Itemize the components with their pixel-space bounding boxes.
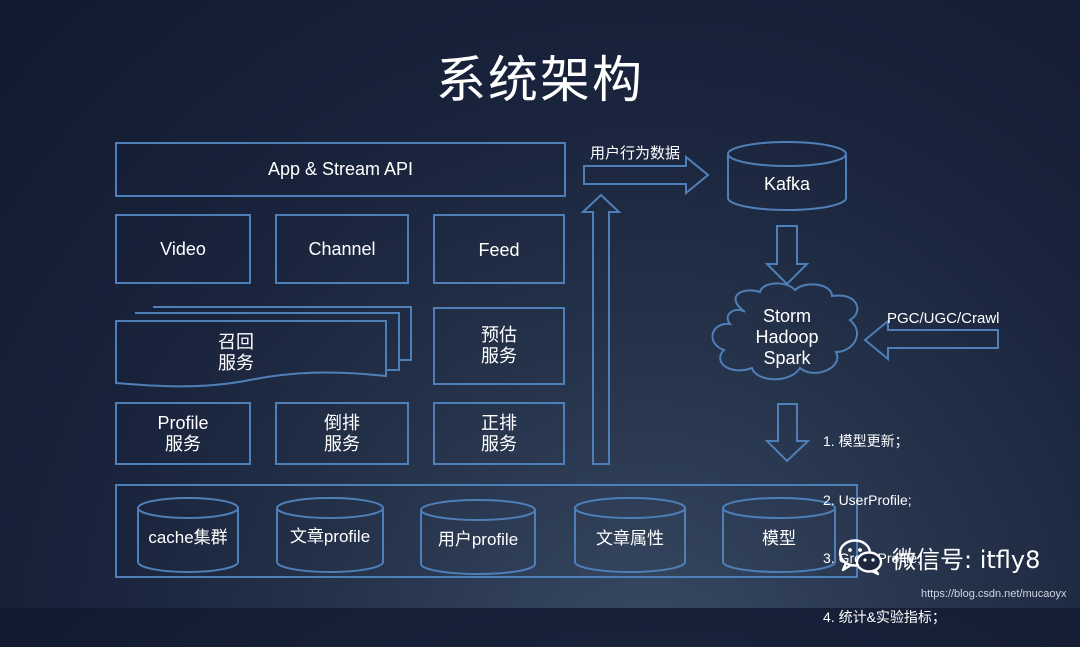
note-4: 4. 统计&实验指标；: [823, 608, 946, 625]
wechat-watermark: 微信号: itfly8: [838, 538, 1040, 576]
storage-label-4: 文章属性: [596, 529, 664, 548]
reverse-rank-box: 倒排 服务: [275, 402, 409, 465]
down-arrow-top-shape: [764, 225, 810, 286]
profile-service-box: Profile 服务: [115, 402, 251, 465]
compute-line-1: Storm: [762, 306, 811, 326]
wechat-icon: [838, 539, 883, 576]
recall-line-2: 服务: [218, 353, 254, 373]
wechat-id: 微信号: itfly8: [892, 545, 1041, 574]
storage-label-5: 模型: [762, 529, 796, 548]
profile-line-1: Profile: [157, 412, 209, 433]
page-title: 系统架构: [436, 51, 644, 109]
update-notes: 1. 模型更新； 2. UserProfile; 3. GroupProfile…: [823, 393, 946, 647]
forward-line-1: 正排: [481, 412, 517, 433]
left-arrow-shape: [863, 318, 999, 362]
kafka-label: Kafka: [763, 174, 811, 194]
profile-line-2: 服务: [165, 433, 201, 454]
storage-label-1: cache集群: [148, 528, 228, 547]
compute-line-2: Hadoop: [755, 327, 819, 347]
source-url: https://blog.csdn.net/mucaoyx: [921, 588, 1067, 600]
kafka-cylinder: [727, 141, 847, 211]
storage-cylinder-5: [722, 497, 836, 573]
right-arrow-shape: [583, 154, 710, 196]
recall-doc-back: [153, 306, 412, 361]
recall-doc-mid: [135, 312, 400, 371]
user-behavior-label: 用户行为数据: [590, 145, 681, 162]
recall-line-1: 召回: [218, 332, 254, 352]
up-arrow-shape: [580, 193, 622, 465]
storage-cylinder-3: [420, 499, 536, 575]
estimate-box: 预估 服务: [433, 307, 565, 385]
down-arrow-bottom-shape: [764, 403, 811, 463]
channel-box: Channel: [275, 214, 409, 284]
recall-doc-front: [115, 320, 387, 388]
forward-line-2: 服务: [481, 433, 517, 454]
video-box: Video: [115, 214, 251, 284]
estimate-line-2: 服务: [481, 346, 517, 366]
note-2: 2. UserProfile;: [823, 491, 912, 508]
feed-box: Feed: [433, 214, 565, 284]
storage-label-3: 用户profile: [437, 530, 519, 549]
note-1: 1. 模型更新；: [823, 433, 909, 449]
forward-rank-box: 正排 服务: [433, 402, 565, 465]
compute-cloud: [711, 282, 859, 381]
pgc-input-label: PGC/UGC/Crawl: [887, 310, 1000, 327]
compute-label: Storm Hadoop Spark: [727, 306, 847, 369]
estimate-line-1: 预估: [481, 325, 517, 345]
storage-cylinder-4: [574, 497, 686, 573]
storage-frame: [115, 484, 858, 578]
feed-label: Feed: [478, 240, 520, 260]
storage-cylinder-2: [276, 497, 384, 573]
api-box: App & Stream API: [115, 142, 566, 197]
storage-cylinder-1: [137, 497, 239, 573]
diagram-shapes: [115, 141, 999, 578]
reverse-line-1: 倒排: [324, 412, 360, 433]
compute-line-3: Spark: [763, 348, 811, 368]
reverse-line-2: 服务: [324, 433, 360, 454]
recall-label: 召回 服务: [116, 332, 356, 374]
storage-label-2: 文章profile: [289, 527, 371, 546]
